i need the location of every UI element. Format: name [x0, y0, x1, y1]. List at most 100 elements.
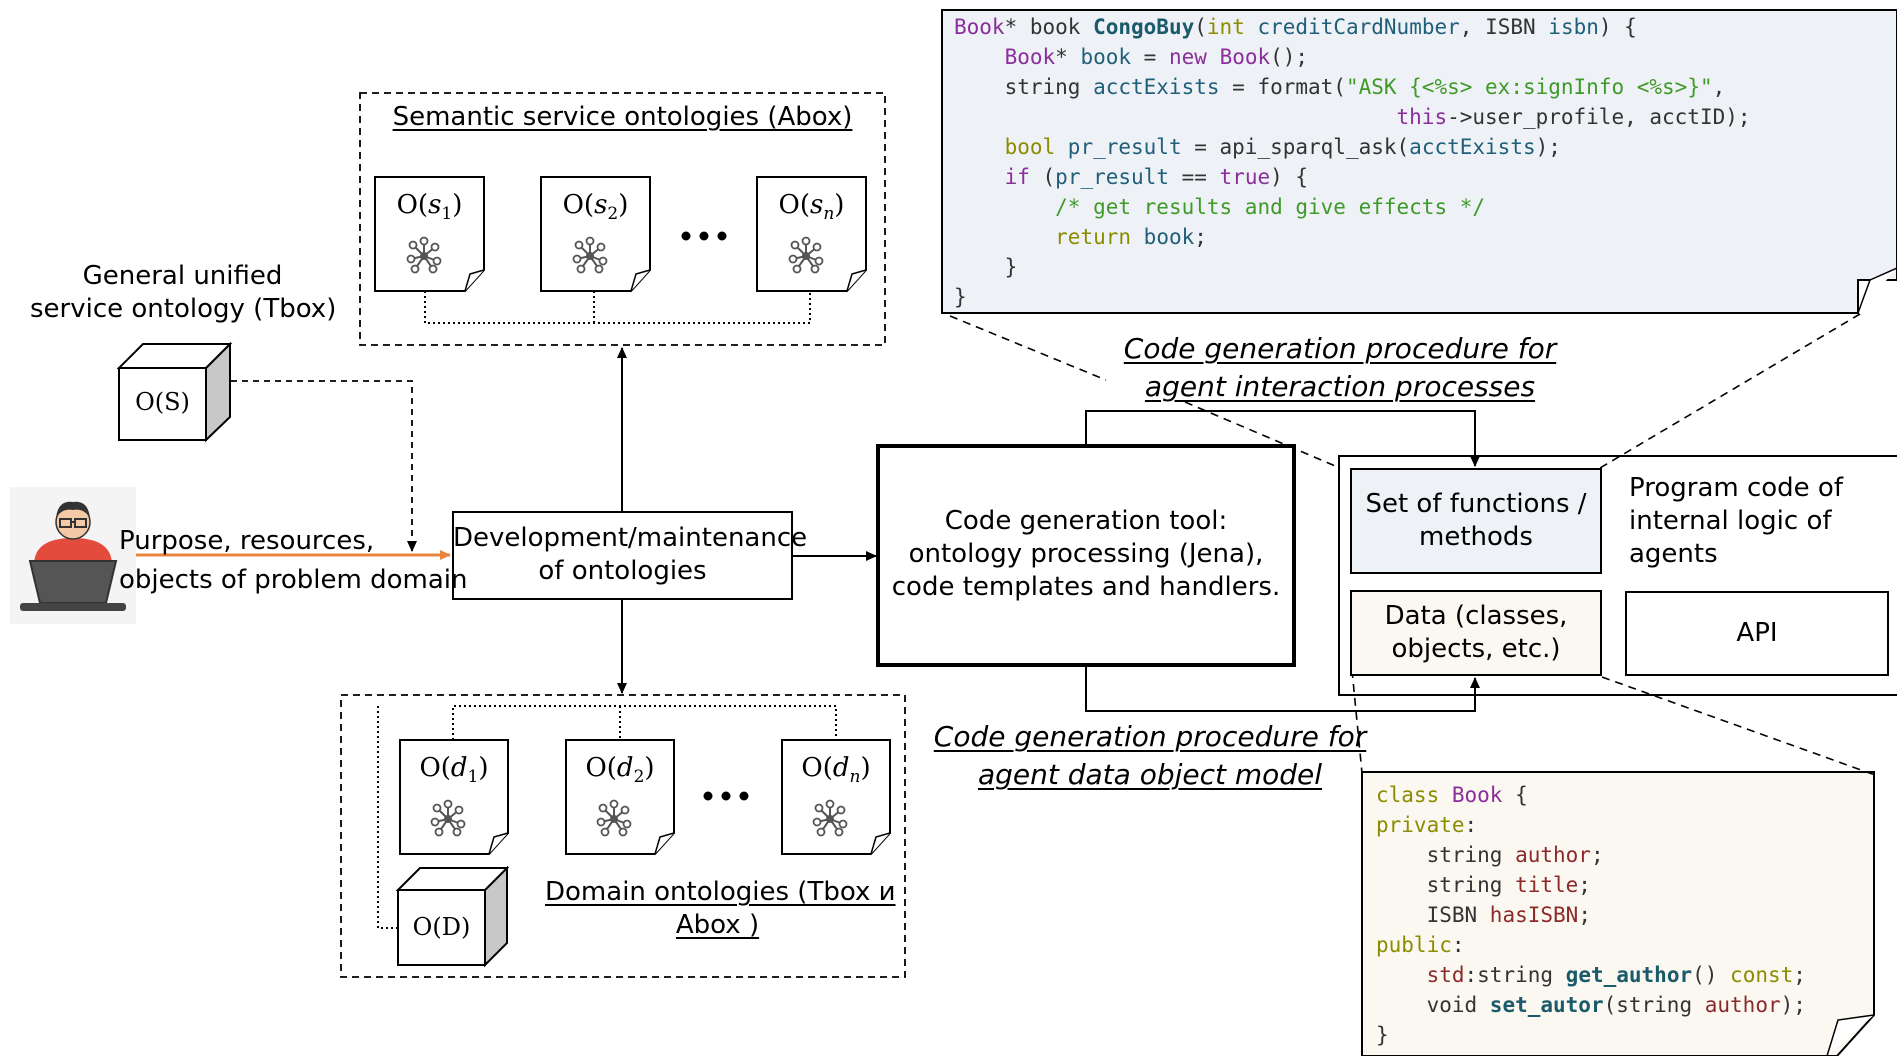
- code-token: }: [1376, 1023, 1389, 1047]
- code-token: private: [1376, 813, 1465, 837]
- doc-label-symbol: d: [832, 753, 850, 783]
- abox-group-title: Semantic service ontologies (Abox): [392, 102, 853, 132]
- tbox-title-line1: General unified: [82, 261, 283, 291]
- code-token: ;: [1793, 963, 1806, 987]
- code-token: true: [1219, 165, 1271, 189]
- functions-line2: methods: [1419, 522, 1533, 552]
- domain-cube-icon: [395, 865, 510, 968]
- development-line2: of ontologies: [538, 556, 707, 586]
- code-token: [1131, 225, 1144, 249]
- code-line: string title;: [1376, 870, 1871, 900]
- code-token: ,: [1712, 75, 1726, 99]
- domain-doc-1-label: O(d1): [419, 753, 489, 788]
- code-token: int: [1206, 15, 1245, 39]
- program-line3: agents: [1629, 539, 1718, 569]
- code-line: /* get results and give effects */: [954, 192, 1894, 222]
- doc-label-base: O(: [585, 753, 617, 783]
- code-line: bool pr_result = api_sparql_ask(acctExis…: [954, 132, 1894, 162]
- code-token: ==: [1168, 165, 1220, 189]
- code-token: bool: [1004, 135, 1056, 159]
- tool-label: Code generation tool: ontology processin…: [878, 505, 1294, 604]
- code-token: [954, 105, 1397, 129]
- code-token: creditCardNumber: [1244, 15, 1460, 39]
- code-token: Book: [1219, 45, 1271, 69]
- doc-label-subscript: n: [849, 767, 861, 788]
- data-label: Data (classes, objects, etc.): [1351, 600, 1601, 666]
- data-procedure-label: Code generation procedure for agent data…: [920, 718, 1380, 794]
- doc-label-subscript: 2: [607, 204, 619, 225]
- code-token: , ISBN: [1459, 15, 1549, 39]
- purpose-line2: objects of problem domain: [119, 565, 468, 595]
- code-token: Book: [954, 15, 1005, 39]
- agent-code-frame: [1338, 455, 1897, 696]
- code-line: string author;: [1376, 840, 1871, 870]
- callout-lines: [949, 313, 1876, 776]
- code-token: void: [1376, 993, 1490, 1017]
- purpose-label: Purpose, resources, objects of problem d…: [119, 522, 467, 600]
- doc-label-base: O(: [419, 753, 451, 783]
- data-box: [1350, 590, 1602, 676]
- code-token: =: [1131, 45, 1169, 69]
- code-token: acctExists: [1093, 75, 1220, 99]
- code-bottom-box: [1361, 771, 1875, 1056]
- code-token: acctExists: [1409, 135, 1536, 159]
- code-token: public: [1376, 933, 1452, 957]
- abox-ellipsis: [681, 231, 727, 241]
- doc-label-symbol: s: [594, 190, 608, 220]
- development-label: Development/maintenance of ontologies: [453, 522, 808, 588]
- code-line: ISBN hasISBN;: [1376, 900, 1871, 930]
- code-token: ;: [1590, 843, 1604, 867]
- doc-label-subscript: 2: [633, 767, 645, 788]
- program-line2: internal logic of: [1629, 506, 1832, 536]
- tbox-cube-label: O(S): [135, 388, 190, 416]
- abox-doc-1: [374, 176, 485, 292]
- code-token: pr_result: [1055, 135, 1182, 159]
- doc-label-subscript: n: [823, 204, 835, 225]
- domain-cube-label: O(D): [412, 913, 471, 941]
- code-line: if (pr_result == true) {: [954, 162, 1894, 192]
- doc-label-base: O(: [801, 753, 833, 783]
- doc-label-subscript: 1: [467, 767, 479, 788]
- code-token: (): [1692, 963, 1731, 987]
- code-token: author: [1515, 843, 1591, 867]
- code-token: CongoBuy: [1093, 15, 1195, 39]
- code-token: string: [1376, 843, 1516, 867]
- code-token: book: [1143, 225, 1195, 249]
- code-token: [954, 195, 1055, 219]
- code-listing-bottom: class Book {private: string author; stri…: [1376, 780, 1871, 1050]
- doc-label-symbol: d: [616, 753, 634, 783]
- code-token: (string: [1603, 993, 1705, 1017]
- code-token: "ASK {<%s> ex:signInfo <%s>}": [1345, 75, 1713, 99]
- development-box: [452, 511, 793, 600]
- code-top-box: [941, 9, 1897, 314]
- functions-line1: Set of functions /: [1365, 489, 1587, 519]
- code-line: void set_autor(string author);: [1376, 990, 1871, 1020]
- program-line1: Program code of: [1629, 473, 1843, 503]
- code-token: string: [1376, 873, 1516, 897]
- code-token: [954, 135, 1005, 159]
- doc-label-symbol: s: [428, 190, 442, 220]
- code-token: :: [1451, 933, 1465, 957]
- code-token: title: [1515, 873, 1579, 897]
- code-line: }: [1376, 1020, 1871, 1050]
- code-token: }: [954, 285, 967, 309]
- development-line1: Development/maintenance: [453, 523, 808, 553]
- code-token: author: [1704, 993, 1781, 1017]
- code-token: [954, 225, 1055, 249]
- code-line: std:string get_author() const;: [1376, 960, 1871, 990]
- abox-group-frame: [359, 92, 886, 346]
- api-label: API: [1736, 618, 1778, 648]
- domain-doc-2: [565, 739, 675, 855]
- interaction-line1: Code generation procedure for: [1123, 332, 1557, 365]
- interaction-line2: agent interaction processes: [1144, 370, 1536, 403]
- code-token: /* get results and give effects */: [1055, 195, 1486, 219]
- domain-doc-1: [399, 739, 509, 855]
- domain-ellipsis: [703, 791, 749, 801]
- code-line: private:: [1376, 810, 1871, 840]
- code-token: return: [1055, 225, 1132, 249]
- code-token: isbn: [1548, 15, 1599, 39]
- code-token: = api_sparql_ask(: [1181, 135, 1410, 159]
- code-line: Book* book CongoBuy(int creditCardNumber…: [954, 12, 1894, 42]
- data-procedure-line1: Code generation procedure for: [933, 720, 1367, 753]
- data-procedure-line2: agent data object model: [977, 758, 1323, 791]
